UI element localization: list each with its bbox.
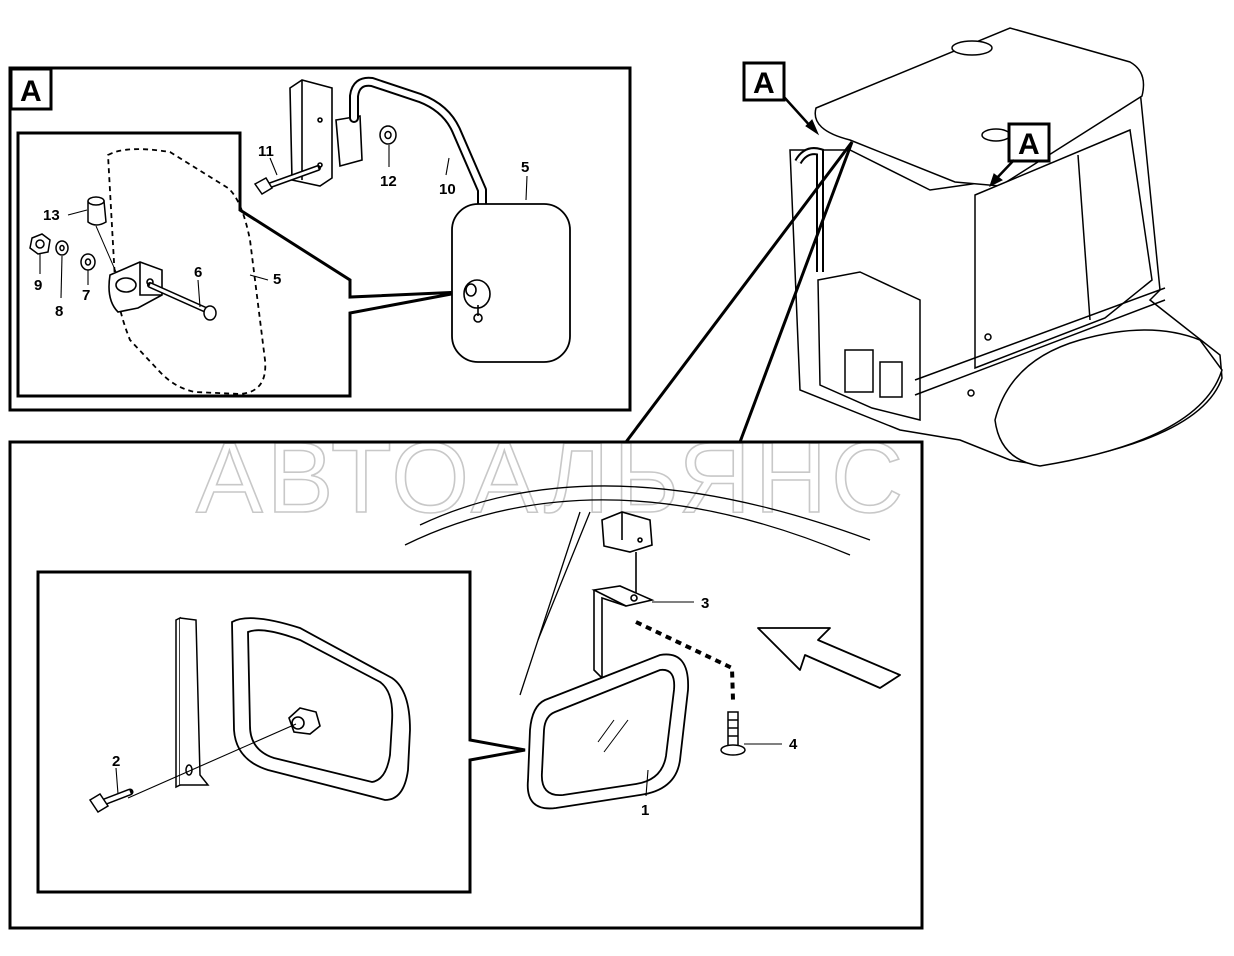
view-tag-a-cab-side: A xyxy=(1018,128,1040,161)
callout-9: 9 xyxy=(34,277,42,294)
mirror-closeup-outline xyxy=(36,570,526,894)
clamp-bracket xyxy=(108,261,163,313)
cab-illustration xyxy=(789,27,1223,467)
callout-7: 7 xyxy=(82,287,90,304)
closeup-post xyxy=(175,616,210,789)
bolt-6 xyxy=(147,282,217,321)
watermark-text: АВТОАЛЬЯНС xyxy=(196,422,907,534)
callout-12: 12 xyxy=(380,173,397,190)
nut-12 xyxy=(379,125,397,145)
main-view-leaders xyxy=(115,601,782,797)
callout-5-mirror: 5 xyxy=(521,159,529,176)
view-tag-a-inset: A xyxy=(20,75,42,108)
mirror-joint xyxy=(463,279,491,323)
callout-6: 6 xyxy=(194,264,202,281)
closeup-mirror xyxy=(231,617,411,801)
bolt-2 xyxy=(88,788,134,814)
nut-9 xyxy=(29,233,51,255)
washer-7 xyxy=(80,253,96,271)
cab-tag-boxes xyxy=(742,61,1051,163)
upper-bracket xyxy=(601,511,653,598)
bolt-11 xyxy=(253,165,321,196)
callout-4: 4 xyxy=(789,736,798,753)
callout-3: 3 xyxy=(701,595,709,612)
cab-tag-pointers xyxy=(783,96,1015,187)
callout-13: 13 xyxy=(43,207,60,224)
mirror-1 xyxy=(526,653,689,810)
mirror-dashed-outline xyxy=(107,148,267,395)
wall-bracket xyxy=(289,79,363,187)
view-tag-box-a xyxy=(9,67,53,111)
mirror-5 xyxy=(451,203,571,363)
callout-1: 1 xyxy=(641,802,649,819)
view-tag-a-cab-top: A xyxy=(753,67,775,100)
direction-arrow xyxy=(757,627,901,689)
inner-detail-outline xyxy=(16,131,463,398)
frame-a-leaders xyxy=(39,145,528,308)
roof-arcs xyxy=(404,485,871,696)
projection-lines xyxy=(624,141,854,443)
callout-11: 11 xyxy=(258,143,274,160)
closeup-pivot xyxy=(288,707,321,735)
bolt-path-dashed xyxy=(635,620,735,701)
callout-10: 10 xyxy=(439,181,456,198)
sleeve-13 xyxy=(87,196,117,273)
callout-2: 2 xyxy=(112,753,120,770)
bolt-4 xyxy=(720,711,746,756)
callout-5-dashed: 5 xyxy=(273,271,281,288)
main-view-frame xyxy=(8,440,924,930)
detail-frame-a xyxy=(8,66,632,412)
closeup-bolt-line xyxy=(127,723,297,799)
washer-8 xyxy=(55,240,69,256)
callout-8: 8 xyxy=(55,303,63,320)
